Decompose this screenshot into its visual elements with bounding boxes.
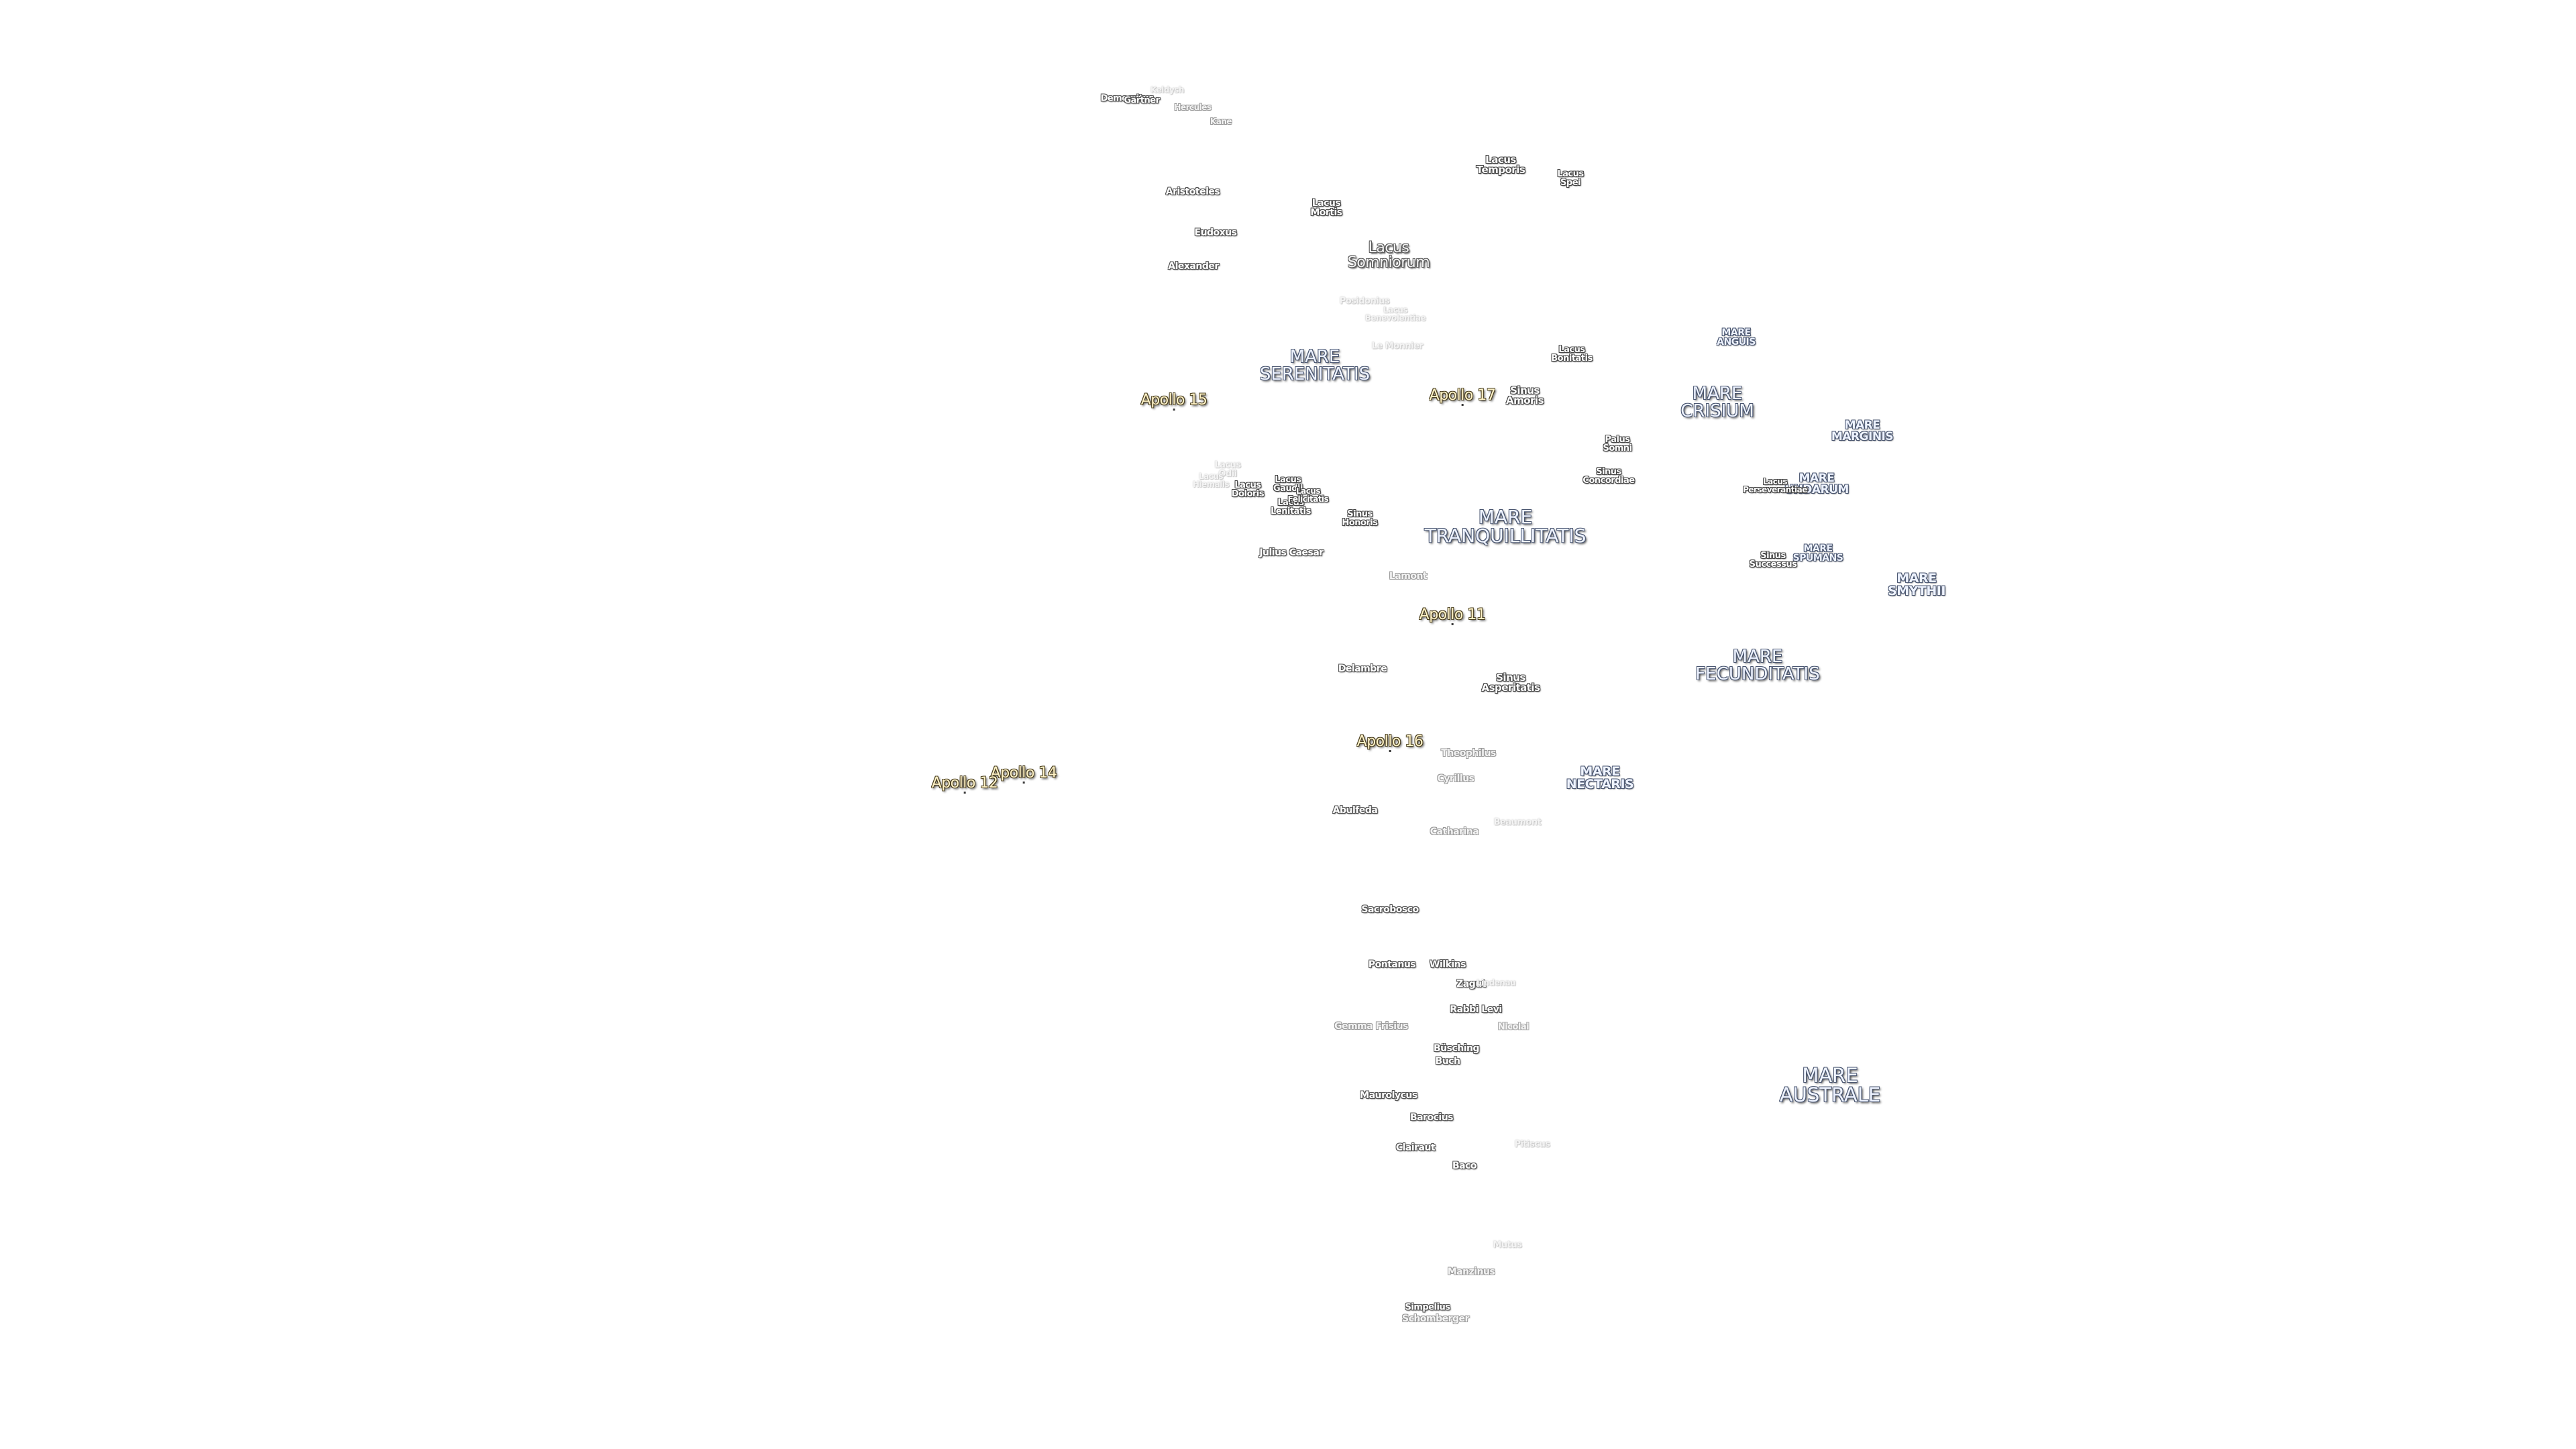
- label-mare-marginis: MARE MARGINIS: [1831, 419, 1894, 443]
- label-beaumont: Beaumont: [1493, 817, 1542, 828]
- label-le-monnier: Le Monnier: [1371, 341, 1424, 352]
- label-lindenau: Lindenau: [1476, 978, 1516, 987]
- label-mare-undarum: MARE UNDARUM: [1784, 472, 1849, 496]
- label-mare-spumans: MARE SPUMANS: [1792, 543, 1843, 564]
- label-mutus: Mutus: [1493, 1240, 1522, 1250]
- label-lacus-somniorum: Lacus Somniorum: [1347, 239, 1430, 271]
- label-julius-caesar: Julius Caesar: [1259, 547, 1324, 558]
- label-mare-smythii: MARE SMYTHII: [1888, 571, 1945, 598]
- label-lacus-hiemalis: Lacus Hiemalis: [1192, 472, 1230, 489]
- label-posidonius: Posidonius: [1339, 296, 1390, 307]
- label-lacus-gaudii: Lacus Gaudii: [1273, 475, 1303, 494]
- label-alexander: Alexander: [1168, 261, 1219, 272]
- label-democritus: Democritus: [1100, 93, 1154, 104]
- label-mare-anguis: MARE ANGUIS: [1717, 327, 1756, 347]
- label-apollo-12: Apollo 12: [931, 775, 998, 794]
- label-delambre: Delambre: [1338, 663, 1387, 674]
- label-lacus-temporis: Lacus Temporis: [1476, 154, 1525, 176]
- label-catharina: Catharina: [1430, 826, 1479, 837]
- label-lacus-perseverantiae: Lacus Perseverantiae: [1743, 477, 1807, 494]
- label-zagut: Zagut: [1456, 979, 1486, 989]
- label-apollo-11: Apollo 11: [1419, 606, 1486, 625]
- label-lacus-odii: Lacus Odii: [1214, 460, 1241, 479]
- label-lamont: Lamont: [1389, 571, 1428, 582]
- label-lacus-benevolentiae: Lacus Benevolentiae: [1364, 305, 1426, 323]
- label-pontanus: Pontanus: [1368, 959, 1416, 970]
- label-kane: Kane: [1210, 117, 1232, 126]
- label-gemma-frisius: Gemma Frisius: [1334, 1021, 1408, 1032]
- label-mare-nectaris: MARE NECTARIS: [1566, 764, 1634, 792]
- label-hercules: Hercules: [1174, 103, 1212, 112]
- label-busching: Büsching: [1433, 1043, 1480, 1054]
- label-apollo-15: Apollo 15: [1140, 392, 1208, 411]
- label-maurolycus: Maurolycus: [1360, 1090, 1417, 1101]
- label-lacus-lenitatis: Lacus Lenitatis: [1271, 498, 1311, 517]
- label-mare-fecunditatis: MARE FECUNDITATIS: [1695, 647, 1820, 684]
- label-lacus-bonitatis: Lacus Bonitatis: [1551, 345, 1593, 364]
- label-abulfeda: Abulfeda: [1332, 805, 1378, 816]
- label-lacus-doloris: Lacus Doloris: [1231, 480, 1265, 499]
- label-sinus-successus: Sinus Successus: [1749, 551, 1797, 570]
- label-simpelius: Simpelius: [1405, 1302, 1450, 1313]
- label-nicolai: Nicolai: [1497, 1022, 1529, 1032]
- label-sinus-honoris: Sinus Honoris: [1342, 509, 1378, 528]
- label-clairaut: Clairaut: [1395, 1142, 1436, 1153]
- label-keldysh: Keldysh: [1150, 85, 1184, 95]
- label-sinus-asperitatis: Sinus Asperitatis: [1481, 672, 1540, 694]
- label-rabbi-levi: Rabbi Levi: [1450, 1004, 1502, 1015]
- label-wilkins: Wilkins: [1430, 959, 1466, 970]
- label-aristoteles: Aristoteles: [1165, 186, 1220, 197]
- label-barocius: Barocius: [1409, 1112, 1454, 1123]
- label-mare-serenitatis: MARE SERENITATIS: [1259, 347, 1371, 384]
- label-apollo-16: Apollo 16: [1356, 733, 1424, 752]
- label-theophilus: Theophilus: [1441, 748, 1496, 759]
- label-eudoxus: Eudoxus: [1194, 227, 1238, 238]
- label-lacus-spei: Lacus Spei: [1557, 169, 1584, 188]
- label-lacus-mortis: Lacus Mortis: [1310, 198, 1342, 218]
- label-lacus-felicitatis: Lacus Felicitatis: [1287, 486, 1329, 504]
- label-mare-australe: MARE AUSTRALE: [1779, 1064, 1881, 1106]
- label-sinus-concordiae: Sinus Concordiae: [1582, 467, 1635, 486]
- label-apollo-17: Apollo 17: [1429, 387, 1496, 406]
- label-schomberger: Schomberger: [1402, 1313, 1469, 1324]
- label-apollo-14: Apollo 14: [990, 765, 1057, 784]
- label-sinus-amoris: Sinus Amoris: [1505, 384, 1544, 407]
- label-pitiscus: Pitiscus: [1514, 1139, 1550, 1150]
- label-manzinus: Manzinus: [1447, 1267, 1495, 1277]
- label-palus-somni: Palus Somni: [1603, 435, 1632, 453]
- label-baco: Baco: [1452, 1161, 1477, 1171]
- label-cyrillus: Cyrillus: [1437, 773, 1474, 784]
- label-sacrobosco: Sacrobosco: [1361, 904, 1419, 915]
- label-mare-tranquillitatis: MARE TRANQUILLITATIS: [1424, 506, 1587, 547]
- label-mare-crisium: MARE CRISIUM: [1680, 384, 1754, 421]
- label-gartner: Gärtner: [1124, 95, 1160, 106]
- label-buch: Buch: [1435, 1056, 1460, 1067]
